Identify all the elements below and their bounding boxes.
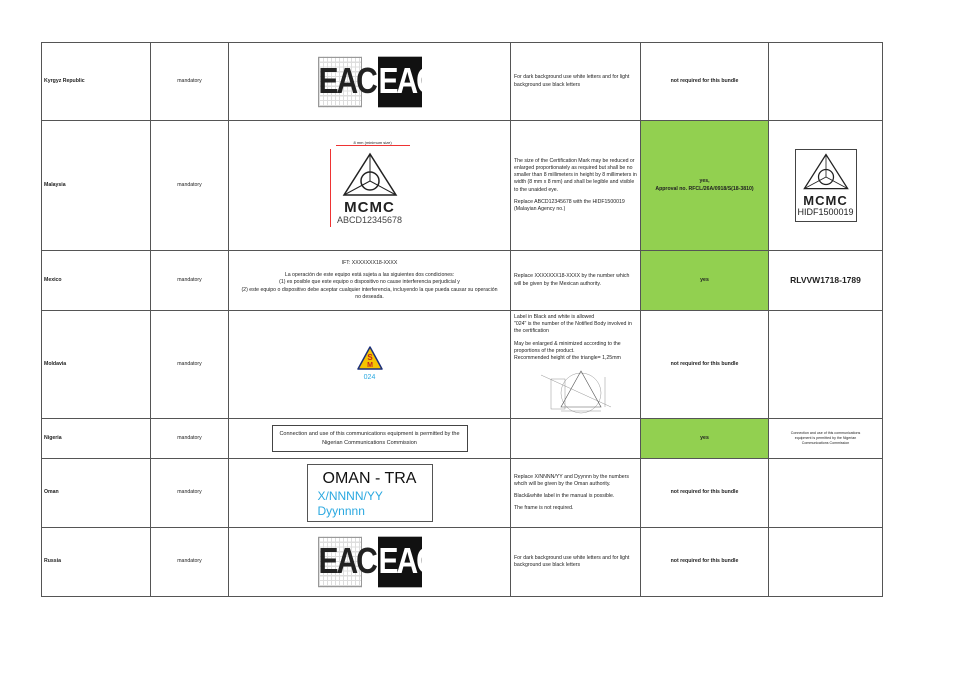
label-cell: IFT: XXXXXXX18-XXXX La operación de este… <box>228 250 511 311</box>
certification-table: Kyrgyz Republic mandatory EACEAC For dar… <box>41 42 883 597</box>
status: mandatory <box>150 310 229 419</box>
instructions: For dark background use white letters an… <box>510 42 641 121</box>
label-cell: 8 mm (minimum size) MCMC ABCD12345678 <box>228 120 511 251</box>
status: mandatory <box>150 458 229 528</box>
height-dimension <box>329 148 331 227</box>
approval-status: yes, <box>699 178 710 185</box>
label-line: (1) es posible que este equipo o disposi… <box>279 279 460 286</box>
instruction-text: Black&white label in the manual is possi… <box>514 493 615 499</box>
instruction-text: The frame is not required. <box>514 505 574 512</box>
label-cell: OMAN - TRA X/NNNN/YY Dyynnnn <box>228 458 511 528</box>
label-line: (2) este equipo o dispositivo debe acept… <box>241 286 498 300</box>
label-cell: EACEAC <box>228 527 511 597</box>
status: mandatory <box>150 527 229 597</box>
final-label <box>768 527 883 597</box>
final-label: MCMC HIDF1500019 <box>768 120 883 251</box>
oman-dealer-number: Dyynnnn <box>317 503 365 518</box>
status: mandatory <box>150 250 229 311</box>
instruction-text: Label in Black and white is allowed "024… <box>514 314 632 335</box>
approval: yes <box>640 418 769 459</box>
width-dimension: 8 mm (minimum size) <box>335 140 410 146</box>
final-label: RLVVW1718-1789 <box>768 250 883 311</box>
eac-logo-light: EAC <box>317 56 378 107</box>
table-row: Mexico mandatory IFT: XXXXXXX18-XXXX La … <box>41 250 883 311</box>
mcmc-text: MCMC <box>803 193 848 209</box>
country: Moldavia <box>41 310 151 419</box>
country: Oman <box>41 458 151 528</box>
table-row: Nigeria mandatory Connection and use of … <box>41 418 883 459</box>
final-label: Connection and use of this communication… <box>768 418 883 459</box>
approval: not required for this bundle <box>640 527 769 597</box>
final-label <box>768 42 883 121</box>
country: Russia <box>41 527 151 597</box>
instructions: Replace XXXXXXX18-XXXX by the number whi… <box>510 250 641 311</box>
instruction-text: Replace X/NNNN/YY and Dyynnn by the numb… <box>514 473 629 487</box>
approval: not required for this bundle <box>640 42 769 121</box>
instruction-text: Replace ABCD12345678 with the HIDF150001… <box>514 198 625 212</box>
label-line: La operación de este equipo está sujeta … <box>284 272 455 279</box>
mark-number: HIDF1500019 <box>797 207 854 218</box>
instructions: For dark background use white letters an… <box>510 527 641 597</box>
triangle-icon <box>802 153 849 190</box>
mark-number: ABCD12345678 <box>336 214 403 225</box>
mcmc-text: MCMC <box>344 198 395 216</box>
country: Mexico <box>41 250 151 311</box>
status: mandatory <box>150 418 229 459</box>
instruction-text: The size of the Certification Mark may b… <box>514 158 637 193</box>
ift-number: IFT: XXXXXXX18-XXXX <box>341 260 398 267</box>
status: mandatory <box>150 42 229 121</box>
approval: not required for this bundle <box>640 458 769 528</box>
technical-drawing-icon <box>540 369 611 413</box>
instruction-text: For dark background use white letters an… <box>514 554 630 568</box>
country: Malaysia <box>41 120 151 251</box>
eac-logo-dark: EAC <box>377 56 438 107</box>
label-cell: EACEAC <box>228 42 511 121</box>
instruction-text: May be enlarged & minimized according to… <box>514 340 621 361</box>
approval-number: Approval no. RFCL/26A/0918/S(18-3810) <box>655 185 754 192</box>
svg-text:S: S <box>367 353 373 362</box>
triangle-icon <box>342 152 397 196</box>
table-row: Kyrgyz Republic mandatory EACEAC For dar… <box>41 42 883 121</box>
mark-number: 024 <box>363 374 376 382</box>
oman-title: OMAN - TRA <box>322 469 417 487</box>
table-row: Malaysia mandatory 8 mm (minimum size) M… <box>41 120 883 251</box>
final-label <box>768 310 883 419</box>
eac-logo-light: EAC <box>317 536 378 588</box>
svg-text:M: M <box>367 362 373 369</box>
dimension-label: 8 mm (minimum size) <box>353 139 392 145</box>
approval: yes <box>640 250 769 311</box>
country: Nigeria <box>41 418 151 459</box>
instructions <box>510 418 641 459</box>
label-cell: Connection and use of this communication… <box>228 418 511 459</box>
moldova-sm-mark-icon: SM <box>356 346 383 371</box>
instruction-text: Replace XXXXXXX18-XXXX by the number whi… <box>514 273 630 287</box>
oman-number: X/NNNN/YY <box>317 489 383 504</box>
table-row: Russia mandatory EACEAC For dark backgro… <box>41 527 883 597</box>
approval: not required for this bundle <box>640 310 769 419</box>
country: Kyrgyz Republic <box>41 42 151 121</box>
final-label <box>768 458 883 528</box>
oman-label: OMAN - TRA X/NNNN/YY Dyynnnn <box>306 463 433 523</box>
table-row: Oman mandatory OMAN - TRA X/NNNN/YY Dyyn… <box>41 458 883 528</box>
instruction-text: For dark background use white letters an… <box>514 74 630 88</box>
instructions: Label in Black and white is allowed "024… <box>510 310 641 419</box>
mcmc-final-mark: MCMC HIDF1500019 <box>794 149 857 222</box>
status: mandatory <box>150 120 229 251</box>
instructions: The size of the Certification Mark may b… <box>510 120 641 251</box>
ncc-label: Connection and use of this communication… <box>271 425 468 452</box>
eac-logo-dark: EAC <box>377 536 438 588</box>
approval: yes,Approval no. RFCL/26A/0918/S(18-3810… <box>640 120 769 251</box>
instructions: Replace X/NNNN/YY and Dyynnn by the numb… <box>510 458 641 528</box>
mcmc-mark: 8 mm (minimum size) MCMC ABCD12345678 <box>329 140 410 227</box>
